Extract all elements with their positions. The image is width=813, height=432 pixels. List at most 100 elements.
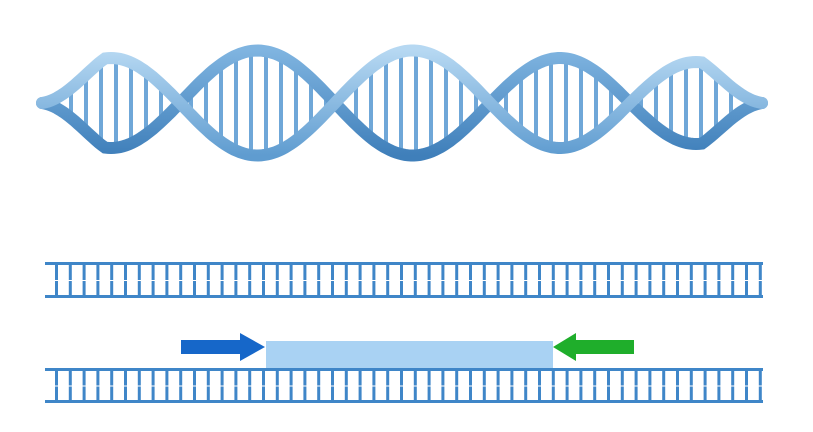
ladder-rung-lower bbox=[413, 386, 417, 400]
ladder-rung-lower bbox=[510, 386, 514, 400]
ladder-rung-lower bbox=[124, 386, 127, 400]
ladder-rung-upper bbox=[731, 371, 735, 386]
ladder-rung-lower bbox=[262, 386, 265, 400]
ladder-rung-lower bbox=[110, 386, 114, 400]
ladder-rung-lower bbox=[220, 281, 224, 295]
ladder-rung-upper bbox=[206, 265, 210, 280]
ladder-rung-upper bbox=[413, 371, 417, 386]
ladder-rung-lower bbox=[358, 281, 362, 295]
ladder-rung-lower bbox=[758, 386, 762, 400]
ladder-rung-upper bbox=[234, 265, 238, 280]
helix-strand-back bbox=[36, 44, 768, 162]
ladder-rung-lower bbox=[565, 281, 569, 295]
ladder-rung-upper bbox=[510, 265, 514, 280]
ladder-rung-lower bbox=[137, 281, 141, 295]
ladder-rung-lower bbox=[386, 281, 390, 295]
ladder-rung-upper bbox=[620, 371, 624, 386]
ladder-rung-lower bbox=[358, 386, 362, 400]
ladder-rung-lower bbox=[82, 281, 86, 295]
ladder-rung-upper bbox=[427, 265, 431, 280]
ladder-rung-upper bbox=[662, 265, 666, 280]
ladder-rung-lower bbox=[689, 386, 693, 400]
ladder-rung-lower bbox=[262, 281, 265, 295]
ladder-rung-lower bbox=[731, 386, 735, 400]
ladder-rung-upper bbox=[386, 371, 390, 386]
ladder-rung-upper bbox=[151, 371, 155, 386]
ladder-rung-upper bbox=[317, 371, 321, 386]
ladder-rung-upper bbox=[538, 265, 541, 280]
ladder-rung-upper bbox=[110, 371, 114, 386]
ladder-rung-lower bbox=[441, 281, 445, 295]
ladder-rung-upper bbox=[593, 371, 597, 386]
ladder-rung-upper bbox=[510, 371, 514, 386]
ladder-rung-upper bbox=[358, 265, 362, 280]
ladder-rung-lower bbox=[745, 386, 748, 400]
ladder-rail-bottom bbox=[45, 295, 763, 298]
ladder-rung-lower bbox=[248, 281, 252, 295]
ladder-rung-upper bbox=[262, 265, 265, 280]
ladder-rung-lower bbox=[538, 386, 541, 400]
ladder-rung-lower bbox=[344, 386, 348, 400]
ladder-rung-upper bbox=[565, 371, 569, 386]
ladder-rung-upper bbox=[634, 371, 638, 386]
ladder-rung-upper bbox=[524, 265, 528, 280]
ladder-rung-upper bbox=[82, 371, 86, 386]
ladder-rung-lower bbox=[648, 281, 652, 295]
ladder-rung-lower bbox=[427, 281, 431, 295]
ladder-rail-bottom bbox=[45, 400, 763, 403]
ladder-rung-lower bbox=[524, 386, 528, 400]
ladder-rung-upper bbox=[689, 371, 693, 386]
ladder-rung-upper bbox=[220, 371, 224, 386]
ladder-rung-lower bbox=[165, 386, 169, 400]
ladder-rung-lower bbox=[289, 386, 293, 400]
ladder-rung-upper bbox=[455, 371, 459, 386]
ladder-rung-lower bbox=[179, 386, 183, 400]
ladder-rung-upper bbox=[455, 265, 459, 280]
ladder-rung-upper bbox=[620, 265, 624, 280]
ladder-rung-upper bbox=[82, 265, 86, 280]
ladder-rung-upper bbox=[193, 265, 196, 280]
ladder-rung-upper bbox=[648, 371, 652, 386]
ladder-rung-lower bbox=[662, 386, 666, 400]
ladder-rung-upper bbox=[662, 371, 666, 386]
ladder-rung-lower bbox=[593, 386, 597, 400]
ladder-rung-lower bbox=[607, 281, 610, 295]
ladder-rung-lower bbox=[55, 386, 58, 400]
ladder-rung-lower bbox=[96, 386, 100, 400]
ladder-rung-lower bbox=[165, 281, 169, 295]
ladder-rung-upper bbox=[579, 265, 583, 280]
ladder-rung-upper bbox=[275, 265, 279, 280]
ladder-rung-upper bbox=[413, 265, 417, 280]
ladder-rung-upper bbox=[689, 265, 693, 280]
ladder-rung-upper bbox=[551, 371, 555, 386]
ladder-rail-top bbox=[45, 262, 763, 265]
ladder-rung-upper bbox=[262, 371, 265, 386]
ladder-rung-lower bbox=[344, 281, 348, 295]
primer-binding bbox=[181, 333, 634, 368]
ladder-rung-upper bbox=[745, 265, 748, 280]
ladder-rung-lower bbox=[317, 281, 321, 295]
ladder-rung-lower bbox=[676, 281, 679, 295]
ladder-rung-lower bbox=[55, 281, 58, 295]
ladder-rung-upper bbox=[551, 265, 555, 280]
ladder-rung-upper bbox=[717, 371, 721, 386]
ladder-rung-lower bbox=[648, 386, 652, 400]
ladder-rung-upper bbox=[496, 265, 500, 280]
ladder-rung-upper bbox=[400, 265, 403, 280]
target-region bbox=[266, 341, 553, 368]
ladder-rung-lower bbox=[400, 386, 403, 400]
ladder-rung-lower bbox=[510, 281, 514, 295]
ladder-rung-lower bbox=[579, 386, 583, 400]
ladder-rung-upper bbox=[372, 265, 376, 280]
ladder-rung-lower bbox=[137, 386, 141, 400]
ladder-rung-lower bbox=[193, 386, 196, 400]
ladder-rung-lower bbox=[124, 281, 127, 295]
ladder-rung-lower bbox=[551, 281, 555, 295]
ladder-rung-upper bbox=[441, 265, 445, 280]
ladder-rung-upper bbox=[179, 371, 183, 386]
ladder-rung-upper bbox=[234, 371, 238, 386]
ladder-rung-upper bbox=[68, 265, 72, 280]
ladder-rung-lower bbox=[317, 386, 321, 400]
ladder-rung-upper bbox=[165, 265, 169, 280]
ladder-rung-upper bbox=[55, 371, 58, 386]
